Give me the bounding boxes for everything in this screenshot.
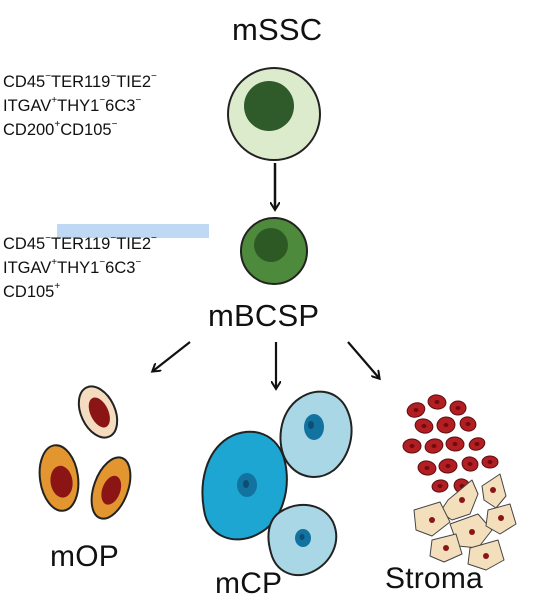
marker-sign: + bbox=[54, 118, 61, 130]
marker-sign: − bbox=[110, 70, 117, 82]
mcp-cells bbox=[201, 390, 353, 577]
fibroblast-nucleus bbox=[490, 487, 496, 493]
surface-marker: THY1− bbox=[57, 256, 106, 277]
surface-marker: CD200+ bbox=[3, 118, 61, 139]
fibroblast-nucleus bbox=[429, 517, 435, 523]
mop-cells bbox=[38, 385, 132, 520]
surface-marker: 6C3− bbox=[105, 256, 142, 277]
arrow-mbcsp-to-mop bbox=[153, 341, 191, 371]
blood-cell-center bbox=[431, 444, 437, 448]
blood-cell-center bbox=[467, 462, 473, 466]
blood-cell-center bbox=[413, 408, 419, 412]
surface-marker: TER119− bbox=[51, 232, 117, 253]
mop-cell-right bbox=[90, 456, 132, 520]
marker-line: CD200+CD105− bbox=[3, 118, 157, 142]
text-selection-highlight bbox=[57, 224, 209, 238]
surface-marker: ITGAV+ bbox=[3, 94, 58, 115]
mop-cell-pale bbox=[77, 385, 119, 439]
marker-sign: + bbox=[51, 256, 58, 268]
blood-cell-center bbox=[443, 423, 449, 427]
stroma-label: Stroma bbox=[385, 562, 483, 595]
surface-marker: TIE2− bbox=[116, 70, 157, 91]
mop-label: mOP bbox=[50, 540, 119, 573]
marker-line: CD45−TER119−TIE2− bbox=[3, 232, 157, 256]
marker-sign: − bbox=[45, 70, 52, 82]
marker-sign: − bbox=[151, 232, 157, 244]
mssc-marker-list: CD45−TER119−TIE2−ITGAV+THY1−6C3−CD200+CD… bbox=[3, 70, 157, 142]
blood-cell-center bbox=[474, 442, 480, 446]
blood-cell-center bbox=[465, 422, 471, 426]
surface-marker: 6C3− bbox=[105, 94, 142, 115]
marker-sign: − bbox=[99, 256, 106, 268]
blood-cell-center bbox=[487, 460, 493, 464]
marker-sign: − bbox=[110, 232, 117, 244]
surface-marker: CD45− bbox=[3, 70, 52, 91]
fibroblast-nucleus bbox=[469, 529, 475, 535]
mssc-label: mSSC bbox=[232, 12, 323, 47]
surface-marker: TIE2− bbox=[116, 232, 157, 253]
marker-sign: − bbox=[135, 256, 142, 268]
blood-cell-center bbox=[452, 442, 458, 446]
fibroblast-nucleus bbox=[498, 515, 504, 521]
surface-marker: ITGAV+ bbox=[3, 256, 58, 277]
marker-sign: − bbox=[111, 118, 118, 130]
marker-sign: − bbox=[151, 70, 157, 82]
blood-cell-center bbox=[455, 406, 461, 410]
blood-cell-center bbox=[421, 424, 427, 428]
surface-marker: CD45− bbox=[3, 232, 52, 253]
marker-sign: + bbox=[51, 94, 58, 106]
mop-cell-left bbox=[38, 444, 80, 512]
mbcsp-marker-list: CD45−TER119−TIE2−ITGAV+THY1−6C3−CD105+ bbox=[3, 232, 157, 304]
stroma-cells bbox=[402, 394, 517, 571]
surface-marker: TER119− bbox=[51, 70, 117, 91]
marker-line: ITGAV+THY1−6C3− bbox=[3, 256, 157, 280]
marker-sign: − bbox=[99, 94, 106, 106]
blood-cell-center bbox=[409, 444, 415, 448]
blood-cell-center bbox=[445, 464, 451, 468]
surface-marker: CD105+ bbox=[3, 280, 61, 301]
mbcsp-cell bbox=[240, 217, 308, 285]
marker-line: CD45−TER119−TIE2− bbox=[3, 70, 157, 94]
marker-line: CD105+ bbox=[3, 280, 157, 304]
blood-cell-center bbox=[424, 466, 430, 470]
surface-marker: THY1− bbox=[57, 94, 106, 115]
mssc-cell bbox=[227, 67, 321, 161]
blood-cell-center bbox=[437, 484, 443, 488]
marker-sign: − bbox=[135, 94, 142, 106]
marker-line: ITGAV+THY1−6C3− bbox=[3, 94, 157, 118]
fibroblast-nucleus bbox=[483, 553, 489, 559]
fibroblast-nucleus bbox=[443, 545, 449, 551]
mcp-label: mCP bbox=[215, 567, 283, 600]
marker-sign: − bbox=[45, 232, 52, 244]
arrow-mbcsp-to-stroma bbox=[347, 341, 379, 378]
blood-cell-center bbox=[434, 400, 440, 404]
fibroblast-nucleus bbox=[459, 497, 465, 503]
mbcsp-label: mBCSP bbox=[208, 298, 320, 333]
marker-sign: + bbox=[54, 280, 61, 292]
surface-marker: CD105− bbox=[60, 118, 118, 139]
